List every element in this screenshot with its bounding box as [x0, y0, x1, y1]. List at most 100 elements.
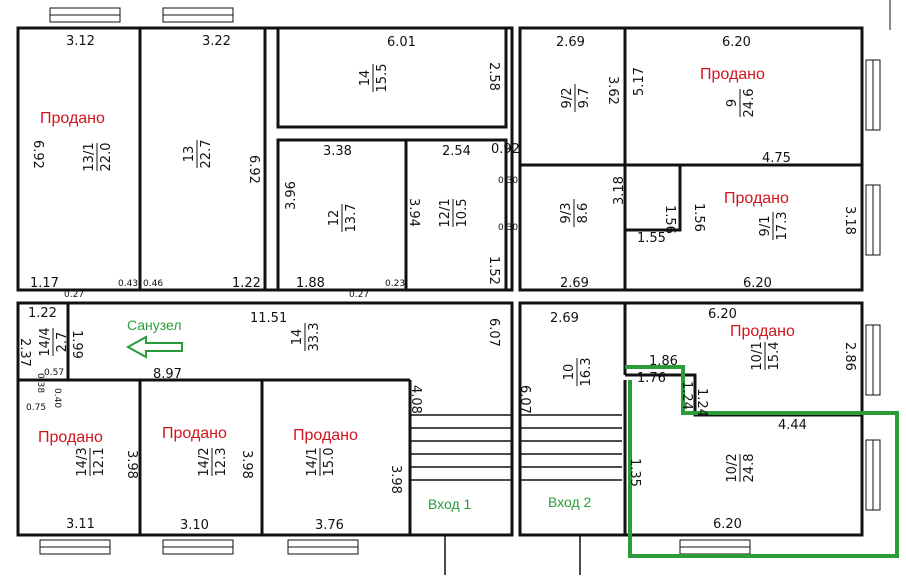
dim-label: 0.92 [491, 142, 520, 157]
dim-label: 6.20 [708, 307, 737, 322]
room-10-1-area: 15.4 [767, 342, 782, 371]
room-9-id: 9 [725, 99, 740, 107]
room-14-3-area: 12.1 [92, 448, 107, 477]
dim-label: 2.69 [550, 311, 579, 326]
room-14-2-id: 14/2 [197, 447, 212, 476]
dim-label: 6.92 [246, 155, 261, 184]
dim-label: 3.22 [202, 34, 231, 49]
dim-label: 1.35 [627, 458, 642, 487]
room-14-top-id: 14 [358, 70, 373, 87]
sold-label-9: Продано [700, 66, 765, 83]
dim-label: 3.98 [388, 465, 403, 494]
dim-label: 0.27 [64, 290, 84, 300]
room-14-4-id: 14/4 [38, 327, 53, 356]
dim-label: 1.56 [691, 203, 706, 232]
dim-label: 6.01 [387, 35, 416, 50]
room-13-1-id: 13/1 [82, 142, 97, 171]
entrance-1-label: Вход 1 [428, 496, 472, 512]
dim-label: 0.43 [118, 279, 138, 289]
dim-label: 3.96 [284, 181, 299, 210]
horizontal-dimensions: 3.12 3.22 6.01 2.69 6.20 3.38 2.54 0.92 … [26, 34, 807, 533]
dim-label: 1.76 [637, 371, 666, 386]
room-12-area: 13.7 [344, 204, 359, 233]
room-9-area: 24.6 [742, 89, 757, 118]
room-12-1-id: 12/1 [438, 198, 453, 227]
room-13-id: 13 [182, 146, 197, 163]
dim-label: 6.20 [743, 276, 772, 291]
dim-label: 0.38 [35, 373, 45, 393]
dim-label: 0.27 [349, 290, 369, 300]
dim-label: 0.46 [143, 279, 163, 289]
room-13-area: 22.7 [199, 140, 214, 169]
room-14-corridor-area: 33.3 [307, 323, 322, 352]
dim-label: 0.57 [44, 368, 64, 378]
dim-label: 2.69 [556, 35, 585, 50]
dim-label: 6.92 [30, 140, 45, 169]
dim-label: 3.18 [842, 206, 857, 235]
room-13-1-area: 22.0 [99, 143, 114, 172]
sold-labels: Продано Продано Продано Продано Продано … [38, 66, 795, 446]
vertical-dimensions: 6.92 6.92 2.58 3.62 5.17 3.96 3.94 1.52 … [17, 62, 857, 494]
highlight-outline [625, 365, 899, 558]
entrance-2-label: Вход 2 [548, 494, 592, 510]
sold-label-9-1: Продано [724, 190, 789, 207]
wc-label: Санузел [127, 317, 182, 333]
dim-label: 4.08 [408, 385, 423, 414]
dim-label: 2.37 [17, 338, 32, 367]
dim-label: 2.54 [442, 144, 471, 159]
stairs-1 [410, 414, 512, 481]
dim-label: 3.98 [124, 450, 139, 479]
dim-label: 3.94 [406, 198, 421, 227]
dim-label: 0.30 [498, 176, 518, 186]
dim-label: 8.97 [153, 367, 182, 382]
room-12-1-area: 10.5 [455, 199, 470, 228]
dim-label: 1.56 [662, 205, 677, 234]
dim-label: 6.07 [517, 385, 532, 414]
dim-label: 0.23 [385, 279, 405, 289]
dim-label: 4.44 [778, 418, 807, 433]
dim-label: 2.58 [486, 62, 501, 91]
dim-label: 2.69 [560, 276, 589, 291]
room-14-4-area: 2.7 [55, 332, 70, 353]
dim-label: 1.24 [694, 388, 709, 417]
room-14-top-area: 15.5 [375, 64, 390, 93]
walls [16, 26, 864, 537]
room-14-3-id: 14/3 [75, 447, 90, 476]
dim-label: 1.88 [296, 276, 325, 291]
room-14-1-area: 15.0 [322, 448, 337, 477]
dim-label: 1.22 [28, 306, 57, 321]
room-9-2-id: 9/2 [560, 88, 575, 109]
dim-label: 3.98 [239, 450, 254, 479]
room-9-1-area: 17.3 [775, 212, 790, 241]
room-9-1-id: 9/1 [758, 216, 773, 237]
dim-label: 3.18 [612, 176, 627, 205]
dim-label: 0.40 [52, 388, 62, 408]
room-10-2-id: 10/2 [725, 453, 740, 482]
dim-label: 0.30 [498, 223, 518, 233]
dim-label: 6.20 [713, 517, 742, 532]
room-10-id: 10 [562, 364, 577, 381]
room-9-3-area: 8.6 [576, 203, 591, 224]
dim-label: 3.62 [605, 76, 620, 105]
room-14-1-id: 14/1 [305, 447, 320, 476]
dim-label: 1.99 [69, 330, 84, 359]
dim-label: 6.20 [722, 35, 751, 50]
room-10-area: 16.3 [579, 358, 594, 387]
dim-label: 4.75 [762, 151, 791, 166]
sold-label-14-2: Продано [162, 425, 227, 442]
dim-label: 3.10 [180, 518, 209, 533]
dim-label: 1.24 [679, 381, 694, 410]
dim-label: 0.75 [26, 403, 46, 413]
sold-label-14-1: Продано [293, 427, 358, 444]
dim-label: 3.76 [315, 518, 344, 533]
dim-label: 1.52 [486, 256, 501, 285]
room-14-2-area: 12.3 [214, 448, 229, 477]
room-14-corridor-id: 14 [290, 329, 305, 346]
room-9-3-id: 9/3 [559, 203, 574, 224]
sold-label-14-3: Продано [38, 429, 103, 446]
dim-label: 5.17 [632, 67, 647, 96]
room-10-1-id: 10/1 [750, 341, 765, 370]
dim-label: 1.86 [649, 354, 678, 369]
dim-label: 2.86 [842, 342, 857, 371]
